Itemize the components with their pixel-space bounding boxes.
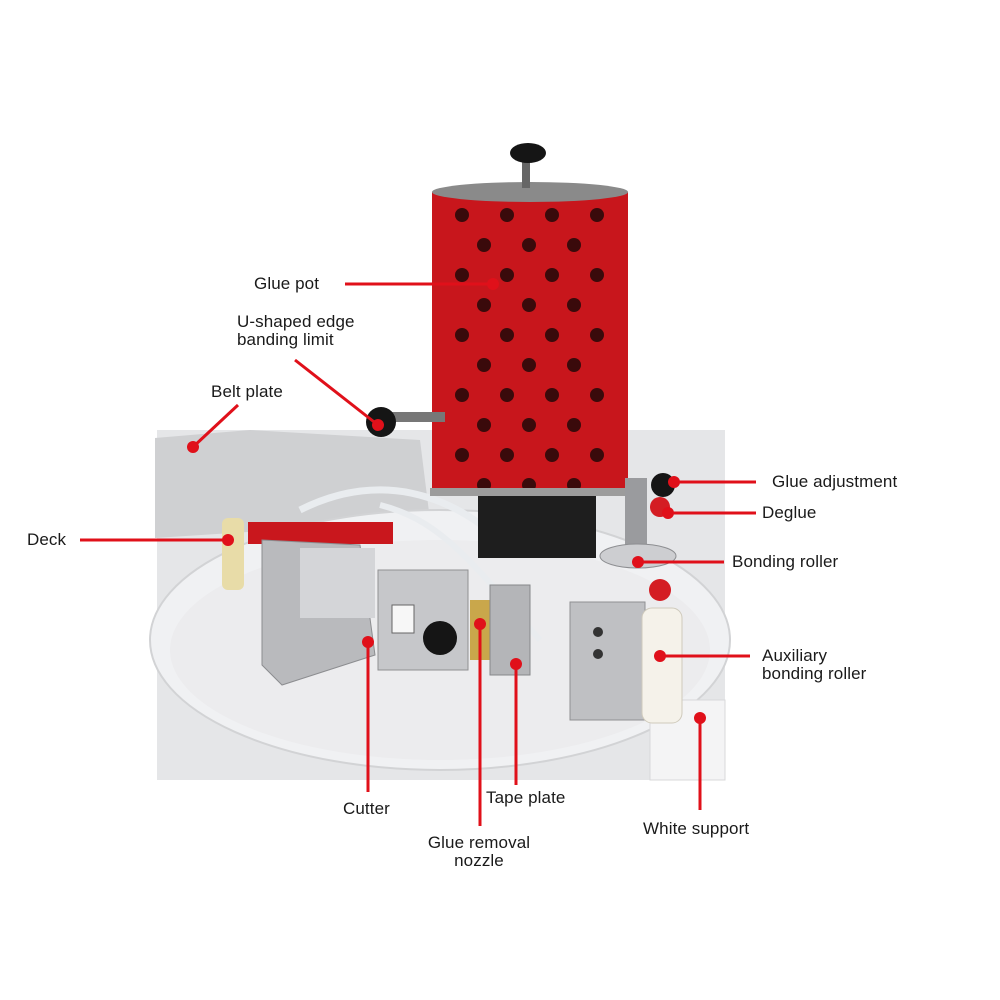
pot-hole — [500, 388, 514, 402]
bolt — [593, 627, 603, 637]
label-deglue: Deglue — [762, 503, 817, 522]
pot-hole — [455, 448, 469, 462]
glue-pot-body — [432, 192, 628, 492]
pot-hole — [545, 328, 559, 342]
belt-plate-shape — [155, 430, 430, 538]
pot-hole — [545, 388, 559, 402]
pot-hole — [522, 418, 536, 432]
label-belt-plate: Belt plate — [211, 382, 283, 401]
aux-unit-plate — [569, 601, 646, 721]
deck-roller — [222, 518, 244, 590]
pot-hole — [590, 388, 604, 402]
pot-hole — [590, 328, 604, 342]
lid-knob — [510, 143, 546, 163]
pot-hole — [545, 268, 559, 282]
pot-hole — [500, 268, 514, 282]
red-frame — [248, 522, 393, 544]
pot-hole — [455, 328, 469, 342]
pot-base — [478, 488, 596, 558]
pot-rim — [430, 488, 630, 496]
metal-post — [625, 478, 647, 548]
cutter-guard — [300, 548, 375, 618]
limit-rod — [385, 412, 445, 422]
pot-hole — [545, 208, 559, 222]
label-auxiliary-bonding-roller: Auxiliary bonding roller — [762, 646, 867, 683]
label-white-support: White support — [643, 819, 750, 838]
aux-roller-shape — [641, 607, 683, 724]
pot-hole — [590, 448, 604, 462]
pot-hole — [567, 298, 581, 312]
pot-hole — [477, 298, 491, 312]
label-glue-adjustment: Glue adjustment — [772, 472, 898, 491]
label-tape-plate: Tape plate — [486, 788, 566, 807]
tape-plate-shape — [489, 584, 531, 676]
pot-hole — [455, 388, 469, 402]
pot-hole — [477, 358, 491, 372]
pot-hole — [567, 358, 581, 372]
pot-hole — [522, 298, 536, 312]
bolt — [593, 649, 603, 659]
roller-ball — [649, 579, 671, 601]
knob-stem — [522, 160, 530, 188]
label-deck: Deck — [27, 530, 67, 549]
pot-hole — [522, 358, 536, 372]
pot-holes — [455, 208, 604, 492]
pot-hole — [500, 328, 514, 342]
pot-hole — [455, 268, 469, 282]
pot-hole — [477, 238, 491, 252]
glue-pot-lid — [432, 182, 628, 202]
pot-hole — [455, 208, 469, 222]
label-bonding-roller: Bonding roller — [732, 552, 839, 571]
pot-hole — [567, 238, 581, 252]
label-u-shaped-limit: U-shaped edge banding limit — [237, 312, 355, 349]
pot-hole — [590, 268, 604, 282]
pot-hole — [477, 418, 491, 432]
pot-hole — [500, 208, 514, 222]
pot-hole — [590, 208, 604, 222]
label-cutter: Cutter — [343, 799, 390, 818]
pointer-lines — [80, 278, 756, 826]
feed-window — [391, 604, 415, 634]
label-glue-pot: Glue pot — [254, 274, 320, 293]
pot-hole — [545, 448, 559, 462]
pot-hole — [522, 238, 536, 252]
pot-hole — [500, 448, 514, 462]
white-support-shape — [649, 699, 726, 781]
nozzle-knob — [423, 621, 457, 655]
label-glue-removal-nozzle: Glue removal nozzle — [427, 833, 531, 870]
pot-hole — [567, 418, 581, 432]
